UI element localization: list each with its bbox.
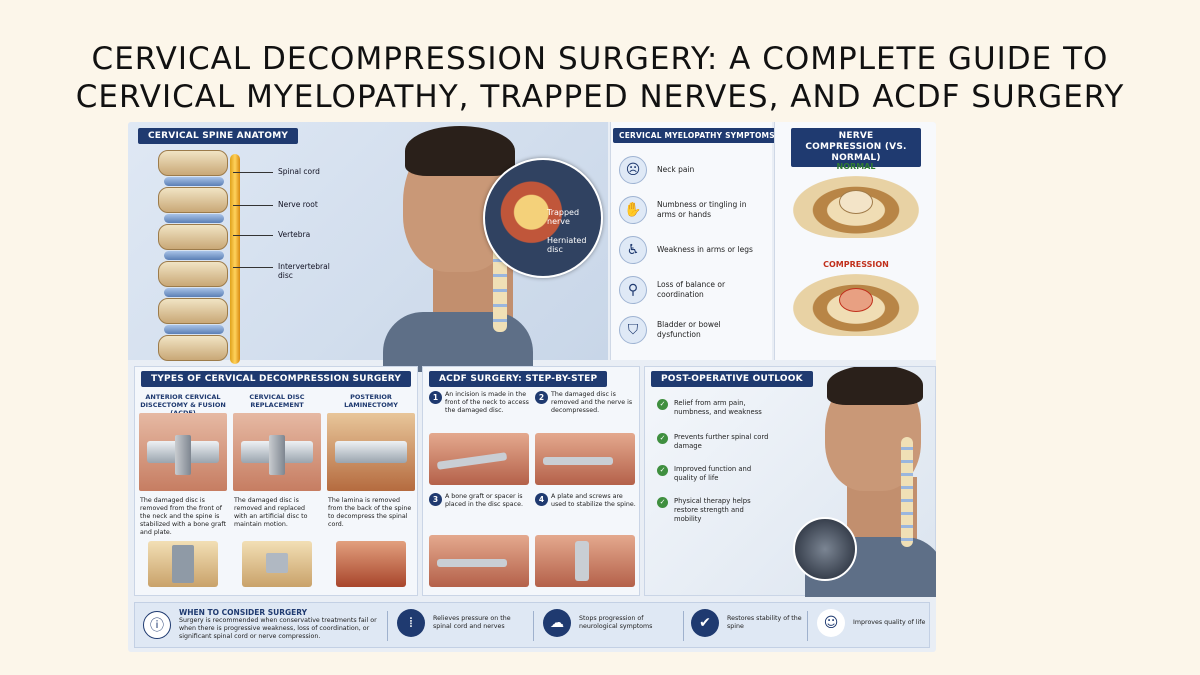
recovered-man-illustration [785,367,936,597]
check-icon: ✓ [657,399,668,410]
page-title: CERVICAL DECOMPRESSION SURGERY: A COMPLE… [0,40,1200,116]
acdf-steps-panel: ACDF SURGERY: STEP-BY-STEP 1 An incision… [422,366,640,596]
normal-label: NORMAL [836,162,876,171]
shield-icon: ✔ [691,609,719,637]
benefit-item: ☁ Stops progression of neurological symp… [543,609,683,637]
label-spinal-cord: Spinal cord [278,167,320,176]
symptom-item: ☹ Neck pain [619,156,757,184]
outlook-item: ✓ Relief from arm pain, numbness, and we… [657,399,769,417]
anatomy-panel: CERVICAL SPINE ANATOMY Spinal cord Nerve… [128,122,608,372]
spine-illustration [158,144,240,364]
type-acdf: ANTERIOR CERVICAL DISCECTOMY & FUSION (A… [137,393,229,593]
outlook-panel: POST-OPERATIVE OUTLOOK ✓ Relief from arm… [644,366,936,597]
info-icon: ⓘ [143,611,171,639]
check-icon: ✓ [657,433,668,444]
benefit-item: ✔ Restores stability of the spine [691,609,811,637]
outlook-item: ✓ Improved function and quality of life [657,465,769,483]
consider-title: WHEN TO CONSIDER SURGERY [179,608,308,617]
acdf-step: 2 The damaged disc is removed and the ne… [535,391,639,489]
bottom-summary-bar: ⓘ WHEN TO CONSIDER SURGERY Surgery is re… [134,602,930,648]
types-heading: TYPES OF CERVICAL DECOMPRESSION SURGERY [141,371,412,387]
acdf-step: 4 A plate and screws are used to stabili… [535,493,639,591]
check-icon: ✓ [657,465,668,476]
toilet-icon: ⛉ [619,316,647,344]
symptom-item: ♿ Weakness in arms or legs [619,236,757,264]
surgery-types-panel: TYPES OF CERVICAL DECOMPRESSION SURGERY … [134,366,418,596]
acdf-heading: ACDF SURGERY: STEP-BY-STEP [429,371,608,387]
anatomy-heading: CERVICAL SPINE ANATOMY [138,128,299,144]
balance-icon: ⚲ [619,276,647,304]
outlook-heading: POST-OPERATIVE OUTLOOK [651,371,813,387]
label-intervertebral-disc: Intervertebral disc [278,262,330,280]
person-icon: ☺ [817,609,845,637]
title-line-2: CERVICAL MYELOPATHY, TRAPPED NERVES, AND… [75,79,1125,115]
symptoms-heading: CERVICAL MYELOPATHY SYMPTOMS [613,128,781,143]
label-herniated-disc: Herniated disc [547,236,587,254]
brain-icon: ☁ [543,609,571,637]
type-disc-replacement: CERVICAL DISC REPLACEMENT The damaged di… [231,393,323,593]
compression-panel: NERVE COMPRESSION (VS. NORMAL) NORMAL CO… [774,122,936,360]
check-icon: ✓ [657,497,668,508]
label-trapped-nerve: Trapped nerve [547,208,580,226]
symptoms-panel: CERVICAL MYELOPATHY SYMPTOMS ☹ Neck pain… [610,122,781,360]
label-vertebra: Vertebra [278,230,311,239]
infographic: CERVICAL SPINE ANATOMY Spinal cord Nerve… [128,122,936,652]
compression-heading: NERVE COMPRESSION (VS. NORMAL) [791,128,921,167]
normal-cross-section [793,176,919,238]
outlook-item: ✓ Physical therapy helps restore strengt… [657,497,769,524]
spine-icon: ⁞ [397,609,425,637]
acdf-step: 3 A bone graft or spacer is placed in th… [429,493,533,591]
outlook-item: ✓ Prevents further spinal cord damage [657,433,769,451]
acdf-step: 1 An incision is made in the front of th… [429,391,533,489]
symptom-item: ✋ Numbness or tingling in arms or hands [619,196,757,224]
xray-inset [793,517,857,581]
compressed-cross-section [793,274,919,336]
compression-label: COMPRESSION [823,260,889,269]
symptom-item: ⛉ Bladder or bowel dysfunction [619,316,757,344]
type-laminectomy: POSTERIOR LAMINECTOMY The lamina is remo… [325,393,417,593]
symptom-item: ⚲ Loss of balance or coordination [619,276,757,304]
neck-pain-icon: ☹ [619,156,647,184]
benefit-item: ⁞ Relieves pressure on the spinal cord a… [397,609,527,637]
when-to-consider: ⓘ WHEN TO CONSIDER SURGERY Surgery is re… [143,609,379,641]
zoom-circle: Trapped nerve Herniated disc [483,158,603,278]
person-weak-icon: ♿ [619,236,647,264]
hand-icon: ✋ [619,196,647,224]
title-line-1: CERVICAL DECOMPRESSION SURGERY: A COMPLE… [91,41,1109,77]
consider-text: Surgery is recommended when conservative… [179,617,377,640]
label-nerve-root: Nerve root [278,200,318,209]
benefit-item: ☺ Improves quality of life [817,609,927,637]
